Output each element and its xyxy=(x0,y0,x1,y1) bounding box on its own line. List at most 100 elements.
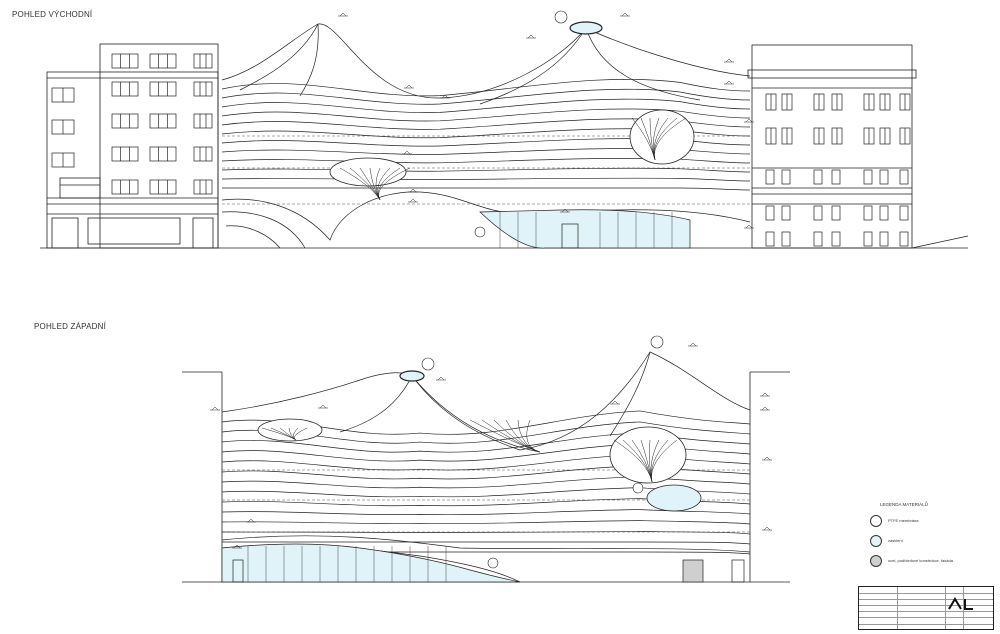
window xyxy=(831,169,841,185)
contour-line xyxy=(222,187,751,191)
contour-line xyxy=(221,211,306,249)
membrane-contours-west xyxy=(221,351,751,583)
window xyxy=(193,81,213,97)
glazed-opening-west xyxy=(646,484,702,512)
window xyxy=(781,231,791,247)
opening-left-east xyxy=(329,157,407,187)
contour-line xyxy=(411,375,541,453)
glass-mullions-west xyxy=(247,546,447,582)
legend-swatch xyxy=(870,554,882,567)
contour-line xyxy=(221,167,751,173)
glass-facade-west xyxy=(221,543,521,583)
glass-mullions-east xyxy=(499,212,673,248)
entrance-door-east xyxy=(561,223,579,249)
contour-line xyxy=(221,351,751,451)
contour-line xyxy=(221,158,751,164)
legend-label: ocel, podhledové konstrukce, fasáda xyxy=(888,558,953,563)
contour-line xyxy=(221,535,751,553)
door-west-left xyxy=(232,559,244,583)
legend-label: PTFE membrána xyxy=(888,518,919,523)
window xyxy=(863,231,873,247)
window xyxy=(831,205,841,221)
skylight-top-east xyxy=(569,21,603,35)
detail-marker-e1 xyxy=(554,10,568,24)
window xyxy=(863,205,873,221)
glass-facade-east xyxy=(479,209,691,249)
contour-line xyxy=(221,454,751,471)
opening-left-west xyxy=(257,418,323,442)
contour-line xyxy=(239,23,319,91)
contour-line xyxy=(221,531,751,535)
view-title-east: POHLED VÝCHODNÍ xyxy=(12,10,93,19)
contour-line xyxy=(585,27,701,101)
window xyxy=(899,169,909,185)
membrane-contours-east xyxy=(221,23,751,249)
window xyxy=(879,169,889,185)
detail-marker-w3 xyxy=(632,482,644,494)
window xyxy=(149,113,177,129)
door-west-right xyxy=(682,559,704,583)
door-west-far-right xyxy=(731,559,745,583)
contour-line xyxy=(221,191,751,241)
window xyxy=(111,146,139,162)
contour-line xyxy=(339,375,413,433)
window xyxy=(813,169,823,185)
legend-swatch xyxy=(870,514,882,527)
contour-line xyxy=(221,432,751,453)
window xyxy=(193,53,213,69)
window xyxy=(193,113,213,129)
contour-line xyxy=(221,79,751,97)
contour-line xyxy=(221,520,751,525)
window xyxy=(193,146,213,162)
window xyxy=(813,205,823,221)
window xyxy=(899,231,909,247)
left-building-windows xyxy=(51,53,213,195)
elevation-markers-east xyxy=(338,12,754,229)
window xyxy=(149,81,177,97)
contour-line xyxy=(221,128,751,139)
view-title-west: POHLED ZÁPADNÍ xyxy=(34,322,106,331)
contour-line xyxy=(299,23,319,97)
left-building xyxy=(46,43,219,249)
contour-line xyxy=(221,88,751,105)
opening-right-west xyxy=(609,426,687,484)
contour-line xyxy=(221,509,751,516)
contour-line xyxy=(221,443,751,462)
window xyxy=(781,169,791,185)
window xyxy=(193,179,213,195)
school-logo xyxy=(948,597,973,610)
window xyxy=(765,231,775,247)
legend-swatch xyxy=(870,534,882,547)
window xyxy=(149,146,177,162)
window xyxy=(111,53,139,69)
window xyxy=(149,53,177,69)
window xyxy=(765,205,775,221)
legend-item: ocel, podhledové konstrukce, fasáda xyxy=(870,553,980,568)
contour-line xyxy=(221,118,751,130)
window xyxy=(765,169,775,185)
window xyxy=(879,205,889,221)
contour-line xyxy=(221,177,751,182)
title-block xyxy=(858,586,994,630)
contour-line xyxy=(221,541,751,545)
legend-item: zasklení xyxy=(870,533,980,548)
window xyxy=(863,169,873,185)
window xyxy=(813,231,823,247)
contour-line xyxy=(221,476,751,489)
contour-line xyxy=(221,138,751,147)
detail-marker-w1 xyxy=(421,357,435,371)
contour-line xyxy=(479,27,587,105)
window xyxy=(111,81,139,97)
contour-line xyxy=(221,148,751,155)
contour-line xyxy=(221,108,751,122)
elevation-west-drawing xyxy=(182,335,790,583)
detail-marker-e2 xyxy=(474,226,486,238)
window xyxy=(149,179,177,195)
window xyxy=(111,179,139,195)
elevation-markers-west xyxy=(210,342,772,549)
legend-item: PTFE membrána xyxy=(870,513,980,528)
contour-line xyxy=(609,351,651,437)
legend-title: LEGENDA MATERIÁLŮ xyxy=(880,502,928,507)
material-legend: LEGENDA MATERIÁLŮ PTFE membrána zasklení… xyxy=(870,502,980,573)
detail-marker-w4 xyxy=(487,557,499,569)
